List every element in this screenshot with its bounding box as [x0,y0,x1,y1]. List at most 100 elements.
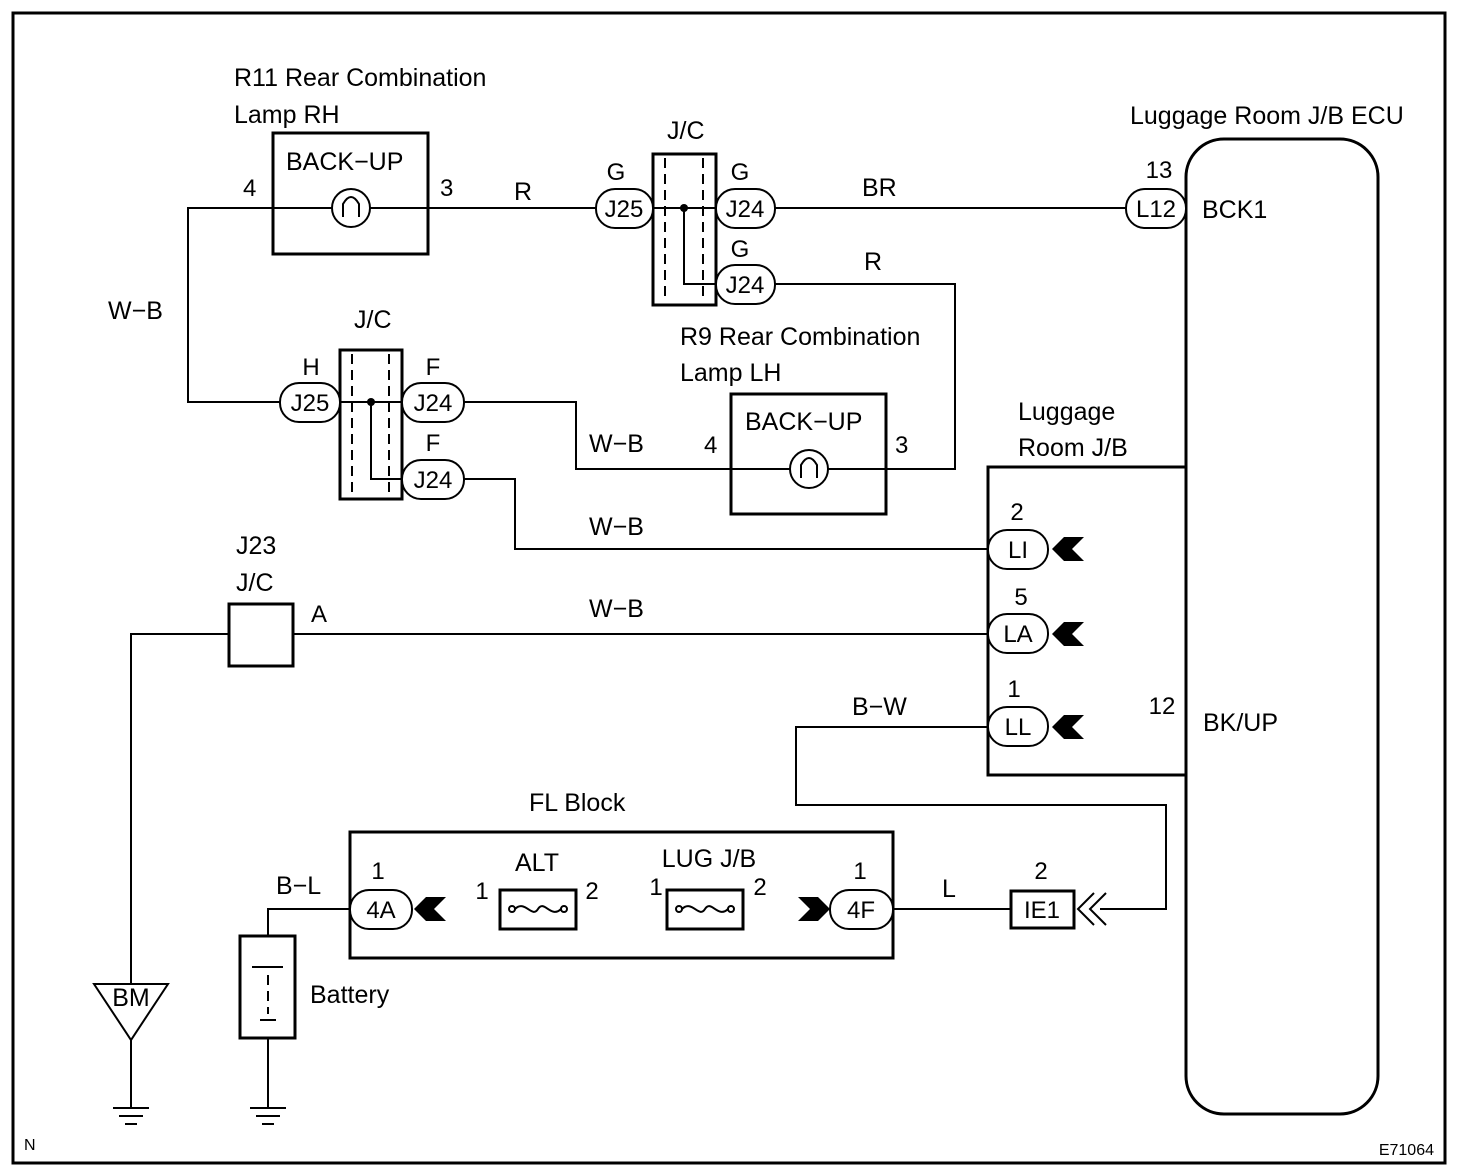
battery-label: Battery [310,981,390,1009]
jc-lower-right-bottom-letter: F [426,430,441,457]
wire-label-fl-to-ie1: L [942,875,956,903]
terminal-arrow-icon [1052,715,1084,739]
wire-bm-to-j23 [130,633,229,1010]
fuse-terminal [560,905,568,913]
j23-title-line1: J23 [236,532,276,560]
fuse-icon [514,905,562,913]
connector-la-label: LA [1003,621,1032,648]
ecu-body [1184,137,1380,1116]
fl-block: FL Block 1 4A ALT 1 2 LUG J/B 1 2 1 4F [348,789,895,960]
wire-jc-to-r9-ground [464,401,731,470]
wire-label-jc-to-ecu: BR [862,174,897,202]
battery-box [238,934,297,1040]
ground-point-bm: BM [92,983,170,1042]
r9-function: BACK−UP [745,408,862,436]
fl-left-pin: 1 [371,858,384,885]
wire-r11-ground [187,207,280,403]
wire-ll-to-ie1 [795,726,1167,910]
wire-battery-to-fl [267,908,350,936]
jb-la-pin: 5 [1014,584,1027,611]
terminal-arrow-icon [798,897,830,921]
connector-l12 [1125,188,1187,229]
connector-j25-lower [279,382,341,423]
wire-label-battery: B−L [276,872,321,900]
r11-pin-left: 4 [243,175,256,202]
fuse-terminal [727,905,735,913]
ground-point-icon [92,983,170,1042]
connector-4f [829,889,894,930]
jb-li-pin: 2 [1010,499,1023,526]
connector-j25-upper [595,188,654,229]
j23-pin: A [311,601,327,628]
jb-title-line1: Luggage [1018,398,1115,426]
junction-connector-upper: J/C J25 G J24 G J24 G [595,117,776,307]
j23-title-line2: J/C [236,569,274,597]
jb-title-line2: Room J/B [1018,434,1128,462]
r9-title-line1: R9 Rear Combination [680,323,920,351]
ie1-box [1009,889,1076,930]
connector-j24-upper-a-label: J24 [726,196,765,223]
wire-label-jc-to-r9-ground: W−B [589,430,644,458]
connector-j24-upper-b [715,264,776,305]
fuse-alt-pin-a: 1 [475,878,488,905]
wire-jc-to-r9 [775,283,956,470]
wire-label-j23-to-la: W−B [589,595,644,623]
jb-ll-pin: 1 [1007,676,1020,703]
j23-junction-connector: J23 J/C A [227,532,327,668]
connector-j24-lower-b [401,459,465,500]
r9-pin-right: 3 [895,432,908,459]
r11-rear-combination-lamp-rh: R11 Rear Combination Lamp RH BACK−UP 4 3 [234,64,486,256]
jc-lower-title: J/C [354,306,392,334]
ecu-pin-bottom: 12 [1149,693,1176,720]
corner-mark-left: N [24,1137,36,1154]
fl-right-pin: 1 [853,858,866,885]
connector-la [987,613,1049,654]
junction-dot [367,398,375,406]
connector-j24-lower-a-label: J24 [414,390,453,417]
ecu-signal-top: BCK1 [1202,196,1267,224]
connector-ll [987,706,1049,747]
r11-title-line2: Lamp RH [234,101,340,129]
terminal-arrow-icon [1052,537,1084,561]
connector-j24-lower-a [401,382,465,423]
junction-connector-lower: J/C J25 H J24 F J24 F [279,306,465,501]
junction-dot [680,204,688,212]
connector-j24-upper-b-label: J24 [726,272,765,299]
fuse-terminal [508,905,516,913]
connector-li-label: LI [1008,537,1028,564]
r9-title-line2: Lamp LH [680,359,781,387]
fuse-alt-pin-b: 2 [585,878,598,905]
jc-upper-left-letter: G [607,159,626,186]
r11-function: BACK−UP [286,148,403,176]
r11-pin-right: 3 [440,175,453,202]
terminal-arrow-icon [414,897,446,921]
jc-upper-title: J/C [667,117,705,145]
fl-block-title: FL Block [529,789,626,817]
jc-upper-branch [683,208,716,285]
bulb-filament-icon [342,196,360,217]
j23-box [227,602,295,668]
fuse-icon [681,905,729,913]
ie1-pin: 2 [1034,858,1047,885]
terminal-arrow-icon [1052,622,1084,646]
jc-upper-right-bottom-letter: G [731,236,750,263]
wire-label-r11-ground: W−B [108,297,163,325]
ground-point-label: BM [112,984,150,1012]
wire-jc-to-li [464,478,988,550]
jc-lower-left-letter: H [302,354,319,381]
connector-j24-upper-a [715,188,776,229]
connector-4a-label: 4A [366,897,395,924]
bulb-icon [789,449,829,489]
ie1-connector: 2 IE1 [1009,858,1107,930]
fuse-lug-pin-a: 1 [649,874,662,901]
fuse-terminal [675,905,683,913]
jc-upper-right-top-letter: G [731,159,750,186]
ground-icon [113,1107,149,1125]
wire-label-ll-to-ie1: B−W [852,693,907,721]
battery: B−L Battery [238,872,390,1040]
ecu-title: Luggage Room J/B ECU [1130,102,1404,130]
connector-j25-lower-label: J25 [291,390,330,417]
ecu-pin-top: 13 [1146,157,1173,184]
jc-lower-branch [370,402,402,480]
